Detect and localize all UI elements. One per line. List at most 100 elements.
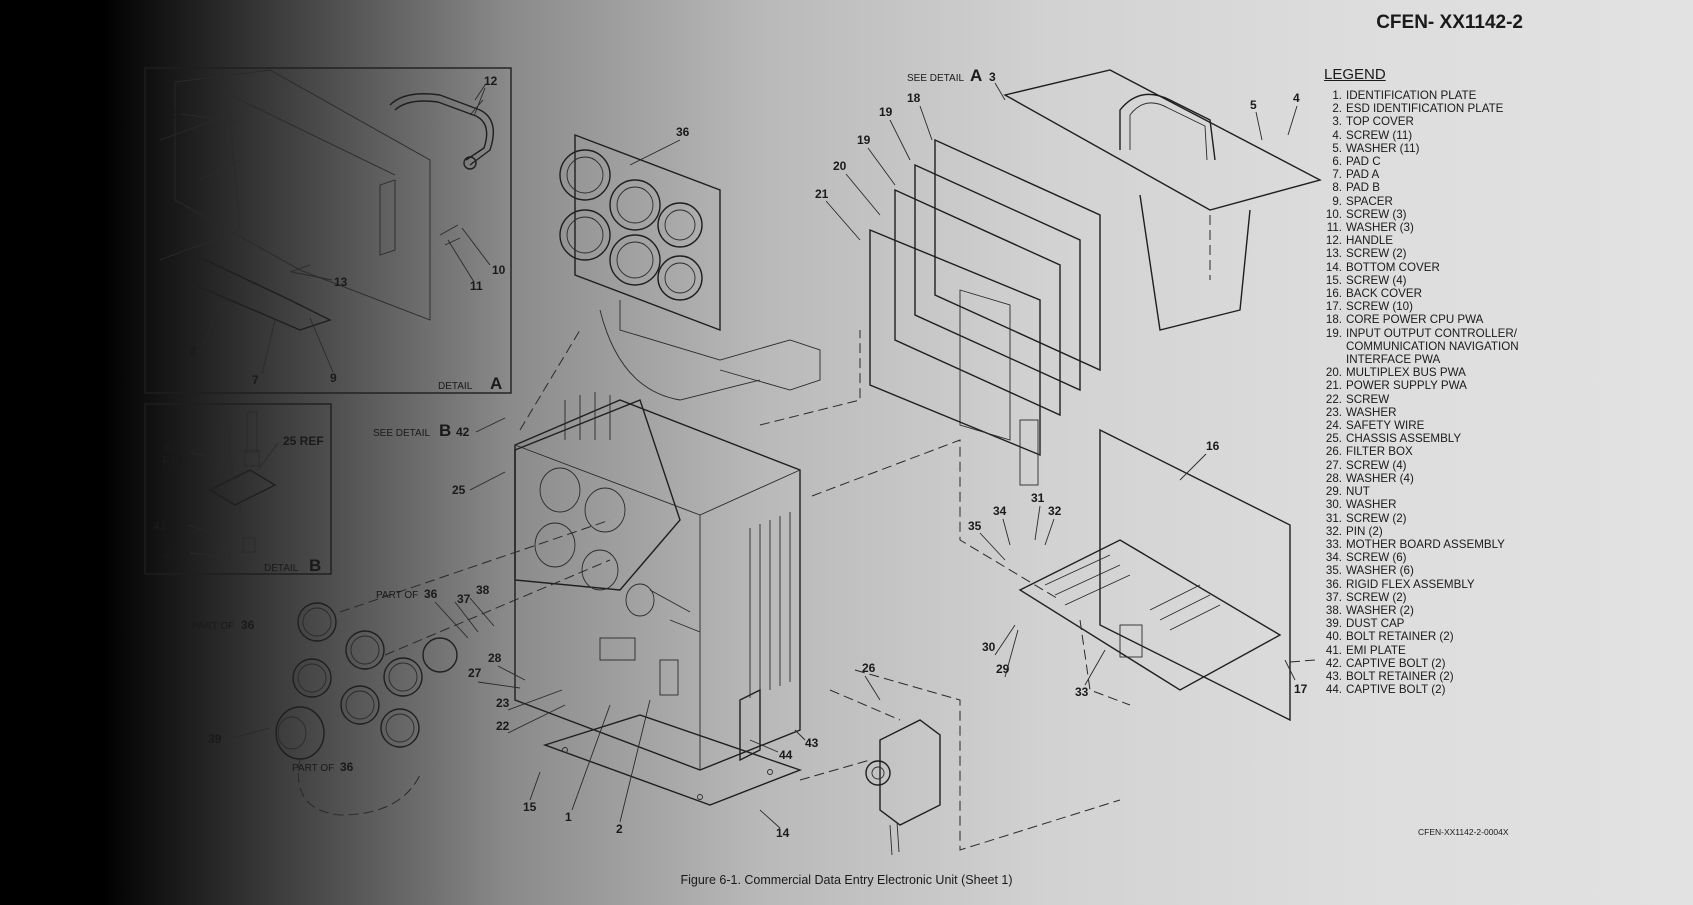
part-of-label-c: PART OF [292, 763, 334, 774]
legend-item-text: BOLT RETAINER (2) [1346, 669, 1454, 683]
callout-22: 22 [496, 719, 510, 733]
legend-item: 1. IDENTIFICATION PLATE [1322, 89, 1622, 102]
legend-title: LEGEND [1324, 66, 1386, 83]
legend-item-text: POWER SUPPLY PWA [1346, 379, 1467, 393]
callout-31: 31 [1031, 491, 1045, 505]
legend-item-number: 5. [1332, 141, 1342, 155]
mother-board-assembly [1018, 539, 1282, 691]
leader-lines [181, 82, 1298, 829]
legend-item-number: 42. [1325, 656, 1342, 670]
callout-17: 17 [1294, 682, 1308, 696]
callout-7: 7 [252, 373, 259, 387]
legend-item-number: 41. [1325, 643, 1342, 657]
legend-item-number: 1. [1332, 89, 1342, 102]
callout-8: 8 [190, 344, 197, 358]
legend-item-text: CAPTIVE BOLT (2) [1346, 683, 1446, 697]
callout-9: 9 [330, 371, 337, 385]
legend-item-text: SCREW (4) [1346, 273, 1407, 287]
callout-32: 32 [1048, 504, 1062, 518]
callout-4: 4 [1293, 91, 1300, 105]
legend-item: 8.PAD B [1322, 181, 1622, 194]
detail-a-panel: A DETAIL [144, 67, 512, 394]
ref-42-number: 42 [163, 441, 177, 455]
legend-item-text: HANDLE [1346, 234, 1394, 248]
legend-item: 7. PAD A [1322, 168, 1622, 181]
legend-item-number: 21. [1325, 379, 1342, 393]
legend-item: 32. PIN (2) [1322, 525, 1622, 538]
callout-37: 37 [457, 592, 471, 606]
legend-item-number: 44. [1325, 683, 1342, 697]
legend-item-number: 39. [1325, 617, 1342, 631]
legend-item-text: SCREW (3) [1346, 207, 1407, 221]
legend-item: 26.FILTER BOX [1322, 445, 1622, 458]
legend-item-text: ESD IDENTIFICATION PLATE [1346, 102, 1504, 116]
callout-34: 34 [993, 504, 1007, 518]
callout-26: 26 [862, 661, 876, 675]
legend-item-text: SCREW (2) [1346, 511, 1407, 525]
legend-item: 34.SCREW (6) [1322, 551, 1622, 564]
callout-36: 36 [676, 125, 690, 139]
legend-item-number: 25. [1325, 432, 1342, 446]
legend-item-number: 10. [1325, 207, 1342, 221]
callout-38: 38 [476, 583, 490, 597]
legend-item-number: 18. [1325, 313, 1342, 327]
legend-item: 24.SAFETY WIRE [1322, 419, 1622, 432]
legend-item-number: 27. [1325, 458, 1342, 472]
legend-item-number: 8. [1332, 181, 1342, 195]
legend-item-number: 34. [1325, 551, 1342, 565]
legend-item-text: PAD C [1346, 155, 1381, 169]
legend-item-text: WASHER (2) [1346, 603, 1414, 617]
legend-item-text: CAPTIVE BOLT (2) [1346, 656, 1446, 670]
callout-18: 18 [907, 91, 921, 105]
callout-14: 14 [776, 826, 790, 840]
legend-item: 20.MULTIPLEX BUS PWA [1322, 366, 1622, 379]
callout-13: 13 [334, 275, 348, 289]
callout-20: 20 [833, 159, 847, 173]
callout-30: 30 [982, 640, 996, 654]
legend-item: 42. CAPTIVE BOLT (2) [1322, 657, 1622, 670]
legend-item-number: 7. [1332, 168, 1342, 182]
back-cover [1099, 428, 1291, 722]
legend-item-number: 19. [1325, 326, 1342, 340]
detail-b-word: DETAIL [264, 563, 299, 574]
legend-item-text: PAD A [1346, 168, 1380, 182]
legend-item-number: 15. [1325, 273, 1342, 287]
legend-item-number: 35. [1325, 564, 1342, 578]
legend-item: COMMUNICATION NAVIGATION [1322, 340, 1622, 353]
legend-item: 30.WASHER [1322, 498, 1622, 511]
legend-item-text: FILTER BOX [1346, 445, 1413, 459]
part-of-36-c: 36 [340, 760, 354, 774]
legend-item-text: SCREW (11) [1346, 128, 1413, 142]
callout-23: 23 [496, 696, 510, 710]
figure-caption: Figure 6-1. Commercial Data Entry Electr… [680, 873, 1013, 887]
legend-item-text: SAFETY WIRE [1346, 419, 1425, 433]
legend-item-text: IDENTIFICATION PLATE [1346, 89, 1477, 102]
legend-item-number: 33. [1325, 537, 1342, 551]
legend-item: 10. SCREW (3) [1322, 208, 1622, 221]
legend-item: 23.WASHER [1322, 406, 1622, 419]
legend-item-text: SPACER [1346, 194, 1393, 208]
legend-item: 39.DUST CAP [1322, 617, 1622, 630]
callout-27: 27 [468, 666, 482, 680]
callout-16: 16 [1206, 439, 1220, 453]
legend-item: 31.SCREW (2) [1322, 512, 1622, 525]
callout-43: 43 [805, 736, 819, 750]
callout-25: 25 [452, 483, 466, 497]
legend-item-text: SCREW (2) [1346, 590, 1407, 604]
legend-item: 16.BACK COVER [1322, 287, 1622, 300]
legend-item: 35.WASHER (6) [1322, 564, 1622, 577]
callout-39: 39 [208, 732, 222, 746]
legend-item-text: PIN (2) [1346, 524, 1383, 538]
legend-item-text: SCREW (10) [1346, 300, 1413, 314]
legend-item-number: 32. [1325, 524, 1342, 538]
legend-item: 44. CAPTIVE BOLT (2) [1322, 683, 1622, 696]
legend-item-text: SCREW (2) [1346, 247, 1407, 261]
legend-item-number: 43. [1325, 669, 1342, 683]
legend-item-number: 29. [1325, 485, 1342, 499]
legend-item-text: WASHER [1346, 405, 1397, 419]
rigid-flex-assembly [559, 133, 821, 401]
legend-item: 33.MOTHER BOARD ASSEMBLY [1322, 538, 1622, 551]
detail-b-panel: B DETAIL 25 REF 42 REF [144, 403, 332, 575]
legend-item: 4.SCREW (11) [1322, 129, 1622, 142]
legend-item: 5.WASHER (11) [1322, 142, 1622, 155]
